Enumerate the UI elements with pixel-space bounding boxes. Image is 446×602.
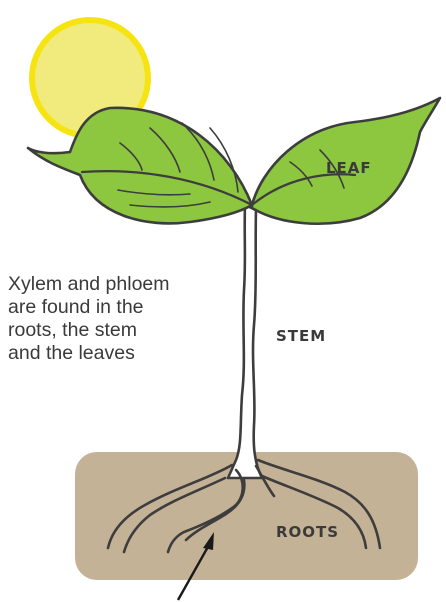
stem-label: STEM bbox=[276, 327, 326, 345]
caption-line-4: and the leaves bbox=[8, 342, 223, 365]
caption-line-3: roots, the stem bbox=[8, 319, 223, 342]
leaf-label: LEAF bbox=[326, 159, 372, 177]
stem bbox=[228, 205, 262, 478]
caption: Xylem and phloem are found in the roots,… bbox=[8, 273, 223, 365]
roots-label: ROOTS bbox=[276, 523, 339, 541]
caption-line-2: are found in the bbox=[8, 296, 223, 319]
caption-line-1: Xylem and phloem bbox=[8, 273, 223, 296]
